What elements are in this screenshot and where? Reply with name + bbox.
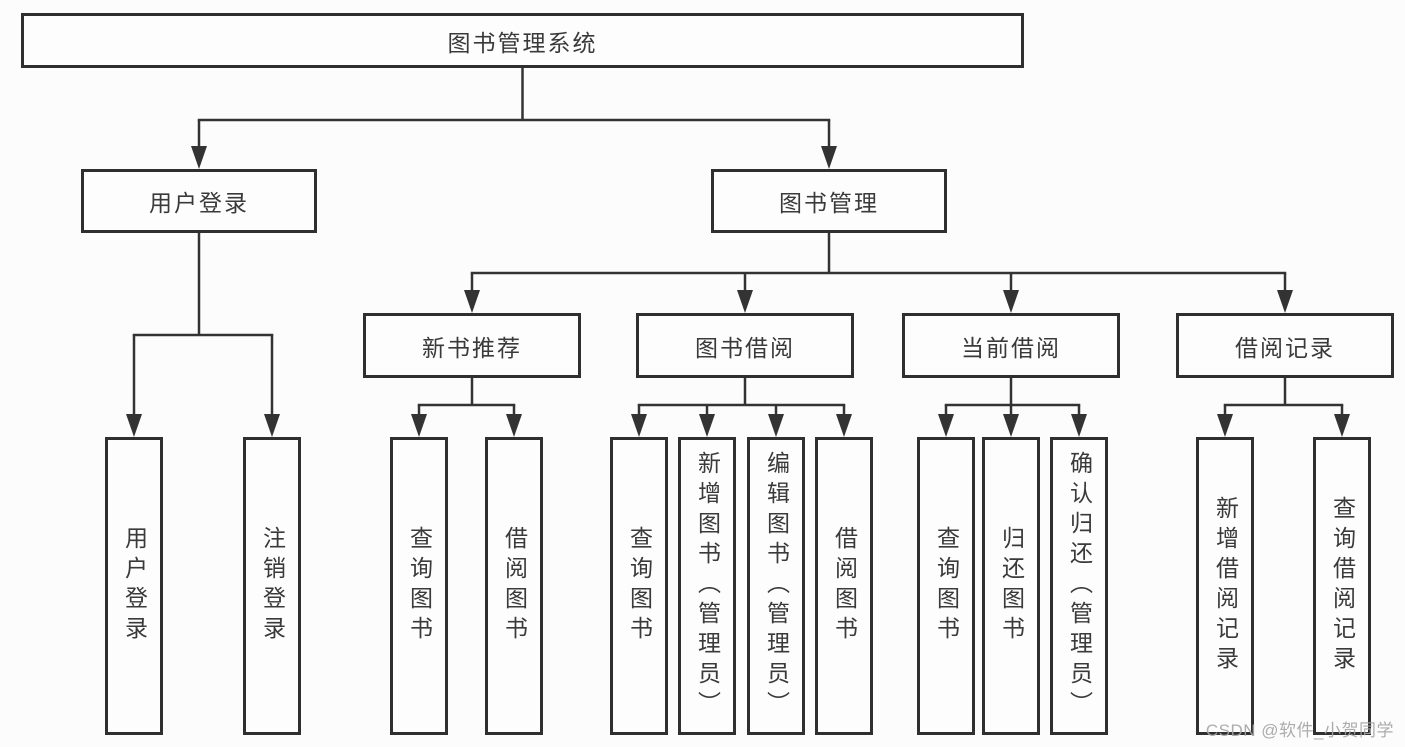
node-borrowing-records: 借阅记录 <box>1176 313 1394 378</box>
node-label: 查询图书 <box>406 526 433 646</box>
node-library-management-system: 图书管理系统 <box>21 13 1024 68</box>
node-user-login: 用户登录 <box>81 169 317 233</box>
node-add-borrow-record: 新增借阅记录 <box>1196 437 1254 735</box>
node-label: 注销登录 <box>259 526 286 646</box>
node-return-book: 归还图书 <box>982 437 1040 735</box>
node-borrow-books-borrowing: 借阅图书 <box>815 437 873 735</box>
node-label: 编辑图书（管理员） <box>763 451 790 721</box>
watermark: CSDN @软件_小贺同学 <box>1205 721 1394 740</box>
node-add-book-admin: 新增图书（管理员） <box>678 437 736 735</box>
node-label: 图书借阅 <box>695 334 795 361</box>
node-label: 图书管理系统 <box>447 29 598 56</box>
node-label: 借阅图书 <box>831 526 858 646</box>
node-label: 图书管理 <box>779 190 879 216</box>
node-label: 查询借阅记录 <box>1329 496 1356 676</box>
node-current-borrowing: 当前借阅 <box>902 313 1120 378</box>
node-query-books-borrowing: 查询图书 <box>610 437 668 735</box>
node-label: 确认归还（管理员） <box>1066 451 1093 721</box>
node-label: 用户登录 <box>149 190 249 216</box>
node-label: 借阅图书 <box>501 526 528 646</box>
node-label: 新书推荐 <box>422 334 522 361</box>
node-borrow-books-recommend: 借阅图书 <box>485 437 543 735</box>
node-query-borrow-record: 查询借阅记录 <box>1313 437 1371 735</box>
node-logout-leaf: 注销登录 <box>243 437 301 735</box>
node-label: 用户登录 <box>121 526 148 646</box>
node-label: 新增图书（管理员） <box>694 451 721 721</box>
node-label: 当前借阅 <box>961 334 1061 361</box>
node-label: 查询图书 <box>933 526 960 646</box>
node-label: 借阅记录 <box>1235 334 1335 361</box>
node-book-management: 图书管理 <box>711 169 947 233</box>
node-confirm-return-admin: 确认归还（管理员） <box>1050 437 1108 735</box>
node-user-login-leaf: 用户登录 <box>105 437 163 735</box>
node-label: 归还图书 <box>998 526 1025 646</box>
node-new-book-recommendation: 新书推荐 <box>363 313 581 378</box>
node-edit-book-admin: 编辑图书（管理员） <box>747 437 805 735</box>
node-book-borrowing: 图书借阅 <box>636 313 854 378</box>
node-query-books-recommend: 查询图书 <box>390 437 448 735</box>
node-query-books-current: 查询图书 <box>917 437 975 735</box>
node-label: 查询图书 <box>626 526 653 646</box>
node-label: 新增借阅记录 <box>1212 496 1239 676</box>
